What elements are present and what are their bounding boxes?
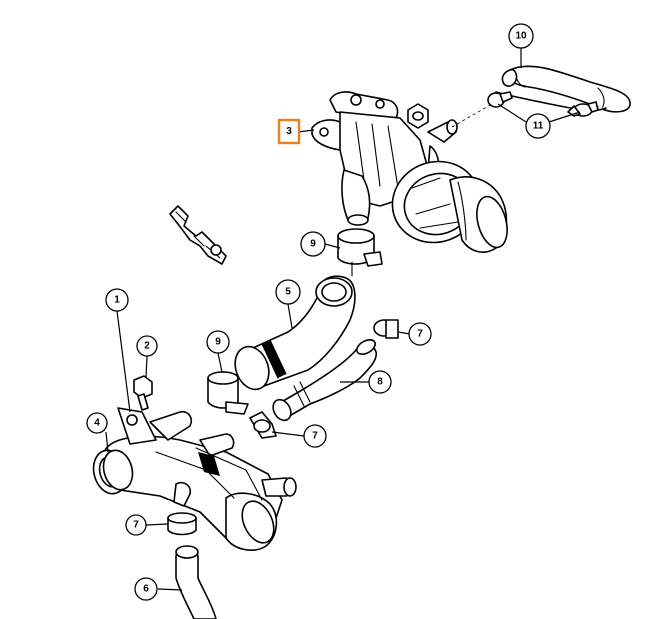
callout-7-c-label: 7 — [133, 520, 139, 531]
callout-7-a[interactable]: 7 — [408, 322, 432, 346]
part-3-thermostat-housing[interactable] — [311, 91, 512, 255]
callout-9-lower-label: 9 — [215, 337, 221, 348]
callout-10[interactable]: 10 — [508, 23, 534, 49]
callout-4[interactable]: 4 — [86, 412, 108, 434]
callout-10-label: 10 — [515, 31, 527, 42]
callout-7-c[interactable]: 7 — [125, 514, 147, 536]
part-9-upper-clamp[interactable] — [337, 228, 383, 277]
callout-9-upper[interactable]: 9 — [300, 231, 326, 257]
part-1-water-outlet[interactable] — [102, 407, 297, 551]
callout-4-label: 4 — [94, 418, 100, 429]
callout-3-selected[interactable]: 3 — [277, 118, 301, 145]
callout-3-label: 3 — [286, 126, 292, 137]
part-10-hose[interactable] — [495, 65, 631, 113]
part-4-seal[interactable] — [89, 447, 137, 498]
part-7-clamp-a[interactable] — [373, 319, 399, 339]
callout-2-label: 2 — [144, 341, 150, 352]
callout-5-label: 5 — [285, 287, 291, 298]
callout-5[interactable]: 5 — [275, 279, 301, 305]
callout-7-b-label: 7 — [312, 431, 318, 442]
callout-7-b[interactable]: 7 — [303, 424, 327, 448]
part-7-clamp-c[interactable] — [167, 512, 197, 536]
leader-lines — [105, 48, 581, 591]
part-11-clamps[interactable] — [487, 91, 599, 117]
part-5-elbow-hose[interactable] — [229, 275, 356, 394]
callout-2[interactable]: 2 — [136, 335, 158, 357]
part-7-clamp-b[interactable] — [249, 411, 277, 439]
callout-1[interactable]: 1 — [105, 288, 129, 312]
callout-6-label: 6 — [143, 584, 149, 595]
callout-9-upper-label: 9 — [310, 239, 316, 250]
callout-11[interactable]: 11 — [525, 113, 551, 139]
callout-8-label: 8 — [377, 377, 383, 388]
callout-1-label: 1 — [114, 295, 120, 306]
callout-11-label: 11 — [533, 121, 544, 132]
callout-7-a-label: 7 — [417, 329, 423, 340]
quick-connect-fitting[interactable] — [169, 205, 227, 265]
part-9-lower-clamp[interactable] — [207, 371, 249, 415]
part-8-hose[interactable] — [270, 337, 378, 424]
part-2-bolt[interactable] — [133, 375, 153, 411]
callout-8[interactable]: 8 — [368, 370, 392, 394]
part-6-hose[interactable] — [175, 545, 217, 619]
callout-9-lower[interactable]: 9 — [206, 330, 230, 354]
callout-6[interactable]: 6 — [134, 577, 158, 601]
